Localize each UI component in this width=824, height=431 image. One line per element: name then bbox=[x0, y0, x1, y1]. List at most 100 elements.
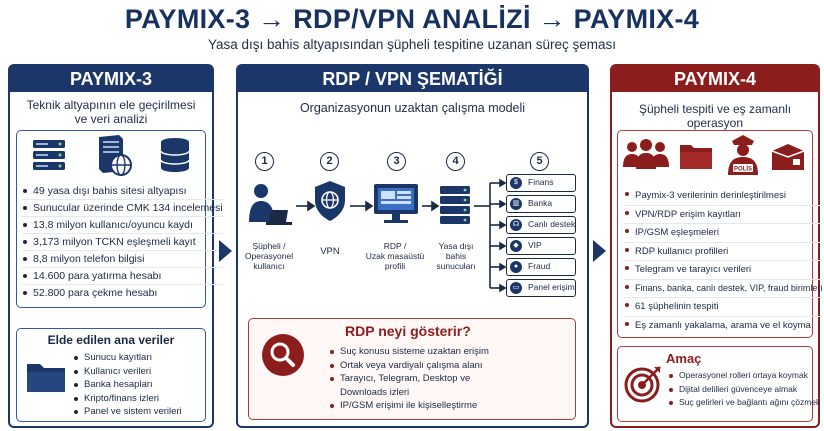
bank-icon: ▥ bbox=[510, 198, 522, 210]
user-laptop-icon bbox=[249, 184, 292, 225]
step-number: 4 bbox=[446, 152, 465, 171]
server-globe-icon bbox=[99, 135, 132, 176]
step-label: VPN bbox=[320, 246, 340, 257]
service-banka: ▥ Banka bbox=[506, 195, 576, 213]
rdp-info-box: RDP neyi gösterir? Suç konusu sisteme uz… bbox=[248, 318, 576, 420]
list-item: 14.600 para yatırma hesabı bbox=[22, 268, 223, 285]
flow-arrow bbox=[593, 240, 606, 262]
list-item: Finans, banka, canlı destek, VIP, fraud … bbox=[624, 280, 823, 298]
step-label-line: Yasa dışı bbox=[438, 241, 474, 251]
shield-globe-icon bbox=[315, 181, 345, 221]
service-label: Panel erişimi bbox=[528, 282, 577, 292]
goal-box-list: Operasyonel rolleri ortaya koymak Dijita… bbox=[668, 369, 820, 410]
dollar-icon: $ bbox=[510, 177, 522, 189]
paymix4-goal-box: Amaç Operasyonel rolleri ortaya koymak D… bbox=[617, 346, 820, 422]
paymix3-caption: Teknik altyapının ele geçirilmesi ve ver… bbox=[10, 98, 212, 126]
step-number: 5 bbox=[530, 152, 549, 171]
step-label-line: bahis bbox=[445, 251, 467, 261]
paymix4-panel: PAYMIX-4 Şüpheli tespiti ve eş zamanlı o… bbox=[610, 64, 823, 428]
magnifier-icon bbox=[262, 334, 304, 376]
headset-icon: ☊ bbox=[510, 219, 522, 231]
police-officer-icon: POLİS bbox=[728, 135, 758, 175]
page-title: PAYMIX-3 → RDP/VPN ANALİZİ → PAYMIX-4 bbox=[124, 4, 700, 34]
police-badge-label: POLİS bbox=[734, 166, 752, 173]
list-item: Dijital delilleri güvenceye almak bbox=[668, 383, 820, 397]
remote-desktop-icon bbox=[374, 184, 418, 223]
list-item: Sunucu kayıtları bbox=[73, 351, 182, 365]
data-box-list: Sunucu kayıtları Kullanıcı verileri Bank… bbox=[73, 351, 182, 419]
service-panel-erisimi: ▭ Panel erişimi bbox=[506, 279, 577, 297]
service-finans: $ Finans bbox=[506, 174, 576, 192]
rdp-vpn-panel: RDP / VPN ŞEMATİĞİ Organizasyonun uzakta… bbox=[236, 64, 589, 428]
server-rack-icon bbox=[33, 140, 65, 170]
list-item: Panel ve sistem verileri bbox=[73, 405, 182, 419]
list-item: 52.800 para çekme hesabı bbox=[22, 285, 223, 301]
page-subtitle: Yasa dışı bahis altyapısından şüpheli te… bbox=[208, 37, 616, 52]
list-item: Eş zamanlı yakalama, arama ve el koyma bbox=[624, 317, 822, 335]
service-label: Banka bbox=[528, 198, 553, 208]
list-item: Kripto/finans izleri bbox=[73, 392, 182, 406]
goal-box-title: Amaç bbox=[666, 351, 702, 366]
target-icon bbox=[624, 366, 661, 403]
step-label-line: kullanıcı bbox=[253, 261, 285, 271]
monitor-icon: ▭ bbox=[510, 282, 522, 294]
step-label-line: Şüpheli / bbox=[252, 241, 286, 251]
step-label-line: sunucuları bbox=[436, 261, 476, 271]
step-label-line: RDP / bbox=[383, 241, 407, 251]
folder-icon bbox=[680, 145, 712, 169]
service-label: VIP bbox=[528, 240, 542, 250]
list-item: RDP kullanıcı profilleri bbox=[624, 243, 823, 261]
service-label: Finans bbox=[528, 177, 554, 187]
paymix3-facts-box: 49 yasa dışı bahis sitesi altyapısı Sunu… bbox=[16, 130, 223, 308]
paymix3-caption-line1: Teknik altyapının ele geçirilmesi bbox=[26, 98, 196, 112]
list-item: Suç konusu sisteme uzaktan erişim bbox=[329, 345, 489, 359]
service-vip: ◆VIP bbox=[506, 237, 576, 255]
paymix3-panel: PAYMIX-3 Teknik altyapının ele geçirilme… bbox=[8, 64, 223, 428]
paymix4-action-list: Paymix-3 verilerinin derinleştirilmesi V… bbox=[624, 187, 823, 335]
paymix3-data-box: Elde edilen ana veriler Sunucu kayıtları… bbox=[16, 328, 206, 422]
mask-icon: ● bbox=[510, 261, 522, 273]
service-canli-destek: ☊ Canlı destek bbox=[506, 216, 576, 234]
folder-icon bbox=[27, 364, 65, 392]
step-label: RDP / Uzak masaüstü profili bbox=[362, 241, 428, 271]
step-number: 1 bbox=[255, 152, 274, 171]
list-item: 49 yasa dışı bahis sitesi altyapısı bbox=[22, 183, 223, 200]
list-item: Sunucular üzerinde CMK 134 incelemesi bbox=[22, 200, 223, 217]
rdp-vpn-caption: Organizasyonun uzaktan çalışma modeli bbox=[299, 101, 526, 115]
paymix4-caption: Şüpheli tespiti ve eş zamanlı operasyon bbox=[638, 102, 792, 130]
flow-connectors bbox=[296, 178, 507, 293]
step-label: Şüpheli / Operasyonel kullanıcı bbox=[238, 241, 300, 271]
people-icon bbox=[623, 139, 669, 169]
list-item: 8,8 milyon telefon bilgisi bbox=[22, 251, 223, 268]
step-number: 3 bbox=[387, 152, 406, 171]
rdp-info-list: Suç konusu sisteme uzaktan erişim Ortak … bbox=[329, 345, 489, 413]
list-item: Downloads izleri bbox=[340, 386, 410, 398]
server-stack-icon bbox=[440, 186, 470, 224]
list-item: Suç gelirleri ve bağlantı ağını çözmek bbox=[668, 396, 820, 410]
paymix3-fact-list: 49 yasa dışı bahis sitesi altyapısı Sunu… bbox=[22, 183, 223, 301]
step-label-line: profili bbox=[384, 261, 406, 271]
list-item: Telegram ve tarayıcı verileri bbox=[624, 261, 823, 280]
step-label-line: Uzak masaüstü bbox=[365, 251, 425, 261]
evidence-box-icon bbox=[771, 144, 805, 170]
list-item: 13,8 milyon kullanıcı/oyuncu kaydı bbox=[22, 217, 223, 234]
list-item: Ortak veya vardiyalı çalışma alanı bbox=[329, 359, 489, 373]
list-item: Banka hesapları bbox=[73, 378, 182, 392]
step-number: 2 bbox=[320, 152, 339, 171]
list-item: Tarayıcı, Telegram, Desktop ve bbox=[329, 372, 489, 386]
step-label-line: Operasyonel bbox=[244, 251, 294, 261]
service-label: Canlı destek bbox=[528, 219, 576, 229]
step-label: Yasa dışı bahis sunucuları bbox=[430, 241, 482, 271]
list-item: Kullanıcı verileri bbox=[73, 365, 182, 379]
rdp-vpn-title: RDP / VPN ŞEMATİĞİ bbox=[238, 66, 587, 92]
list-item: IP/GSM eşleşmeleri bbox=[624, 224, 823, 243]
database-icon bbox=[160, 138, 190, 172]
paymix3-title: PAYMIX-3 bbox=[10, 66, 212, 92]
list-item: 3,173 milyon TCKN eşleşmeli kayıt bbox=[22, 234, 223, 251]
list-item: Operasyonel rolleri ortaya koymak bbox=[668, 369, 820, 383]
list-item: IP/GSM erişimi ile kişiselleştirme bbox=[329, 399, 489, 413]
list-item: VPN/RDP erişim kayıtları bbox=[624, 206, 823, 224]
paymix3-caption-line2: ve veri analizi bbox=[74, 112, 148, 126]
paymix4-actions-box: POLİS Paymix-3 verilerinin derinleştiril… bbox=[617, 130, 823, 338]
service-fraud: ●Fraud bbox=[506, 258, 576, 276]
